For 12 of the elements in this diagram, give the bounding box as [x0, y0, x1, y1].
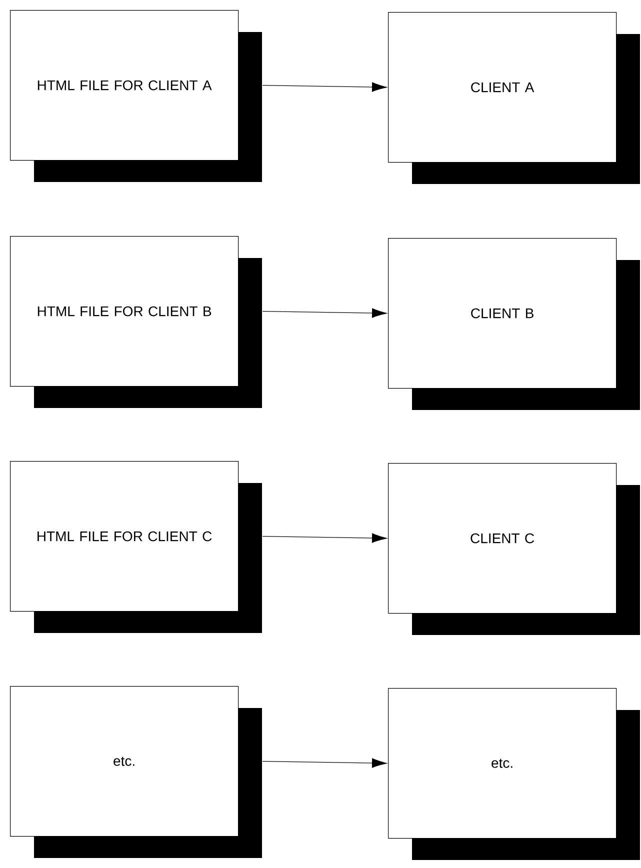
arrow — [262, 82, 387, 92]
shadowed-box: CLIENT B — [388, 238, 640, 410]
arrow — [262, 308, 387, 318]
shadowed-box: HTML FILE FOR CLIENT A — [10, 10, 262, 182]
shadowed-box: etc. — [388, 688, 640, 860]
arrow — [262, 758, 387, 768]
shadowed-box: HTML FILE FOR CLIENT B — [10, 236, 262, 408]
shadowed-box: CLIENT C — [388, 463, 640, 635]
shadowed-box: HTML FILE FOR CLIENT C — [10, 461, 262, 633]
arrow — [262, 533, 387, 543]
shadowed-box: CLIENT A — [388, 12, 640, 184]
shadowed-box: etc. — [10, 686, 262, 858]
